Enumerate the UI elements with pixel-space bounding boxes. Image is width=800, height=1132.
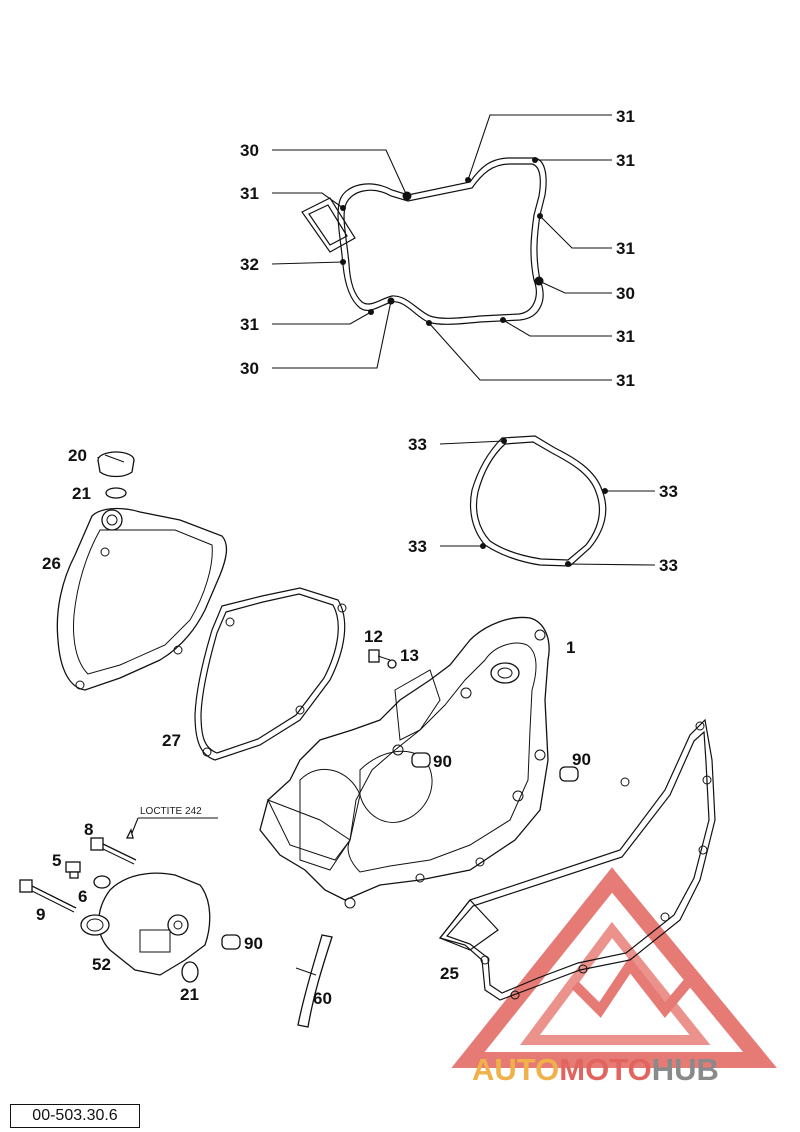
part-90-dowel-c bbox=[221, 934, 241, 950]
callout-30: 30 bbox=[616, 284, 635, 303]
watermark-hub: HUB bbox=[652, 1052, 719, 1087]
part-60-hose bbox=[295, 934, 333, 1028]
callout-90: 90 bbox=[433, 752, 452, 771]
callout-8: 8 bbox=[84, 820, 93, 839]
callout-52: 52 bbox=[92, 955, 111, 974]
callout-31: 31 bbox=[616, 239, 635, 258]
part-21-oring-bottom bbox=[181, 961, 199, 983]
watermark-triangle-inner bbox=[520, 921, 711, 1045]
callout-30: 30 bbox=[240, 359, 259, 378]
part-1-clutch-cover bbox=[259, 616, 550, 909]
callout-90: 90 bbox=[244, 934, 263, 953]
part-9-bolt bbox=[19, 879, 77, 913]
watermark-text: AUTOMOTOHUB bbox=[472, 1052, 719, 1087]
callout-30: 30 bbox=[240, 141, 259, 160]
part-20-cap bbox=[97, 451, 135, 478]
loctite-marker bbox=[125, 817, 218, 839]
part-5-plug bbox=[65, 861, 81, 879]
callout-60: 60 bbox=[313, 989, 332, 1008]
loctite-note: LOCTITE 242 bbox=[140, 806, 202, 817]
callout-90: 90 bbox=[572, 750, 591, 769]
part-13-washer bbox=[387, 659, 397, 669]
part-90-dowel-a bbox=[411, 752, 431, 768]
gasket-33 bbox=[439, 435, 656, 567]
callout-labels: 31 30 31 31 31 32 30 31 31 30 31 33 33 3… bbox=[36, 107, 678, 1008]
part-12-bolt bbox=[368, 649, 391, 663]
part-25-gasket bbox=[438, 718, 716, 1001]
callout-32: 32 bbox=[240, 255, 259, 274]
callout-21: 21 bbox=[72, 484, 91, 503]
watermark-moto: MOTO bbox=[559, 1052, 651, 1087]
callout-27: 27 bbox=[162, 731, 181, 750]
watermark-auto: AUTO bbox=[472, 1052, 559, 1087]
callout-5: 5 bbox=[52, 851, 61, 870]
callout-31: 31 bbox=[616, 371, 635, 390]
callout-21: 21 bbox=[180, 985, 199, 1004]
part-26-outer-cover bbox=[56, 507, 228, 691]
part-8-bolt bbox=[90, 837, 137, 865]
leaders-top-gasket bbox=[271, 114, 612, 381]
watermark-logo bbox=[451, 867, 777, 1068]
gasket-32 bbox=[301, 157, 547, 326]
callout-31: 31 bbox=[240, 315, 259, 334]
part-6-washer bbox=[93, 875, 111, 889]
callout-33: 33 bbox=[408, 435, 427, 454]
part-21-oring-top bbox=[105, 487, 127, 499]
callout-33: 33 bbox=[408, 537, 427, 556]
callout-33: 33 bbox=[659, 482, 678, 501]
diagram-reference-code: 00-503.30.6 bbox=[10, 1104, 140, 1128]
part-52-water-pump-housing bbox=[80, 872, 211, 976]
callout-31: 31 bbox=[616, 107, 635, 126]
callout-13: 13 bbox=[400, 646, 419, 665]
watermark-mountain bbox=[571, 956, 694, 1018]
callout-25: 25 bbox=[440, 964, 459, 983]
watermark-triangle-outer bbox=[451, 867, 777, 1068]
callout-31: 31 bbox=[616, 327, 635, 346]
callout-20: 20 bbox=[68, 446, 87, 465]
callout-31: 31 bbox=[616, 151, 635, 170]
callout-31: 31 bbox=[240, 184, 259, 203]
part-90-dowel-b bbox=[559, 766, 579, 782]
callout-26: 26 bbox=[42, 554, 61, 573]
callout-33: 33 bbox=[659, 556, 678, 575]
callout-9: 9 bbox=[36, 905, 45, 924]
callout-1: 1 bbox=[566, 638, 575, 657]
callout-6: 6 bbox=[78, 887, 87, 906]
callout-12: 12 bbox=[364, 627, 383, 646]
part-27-gasket bbox=[194, 587, 347, 761]
